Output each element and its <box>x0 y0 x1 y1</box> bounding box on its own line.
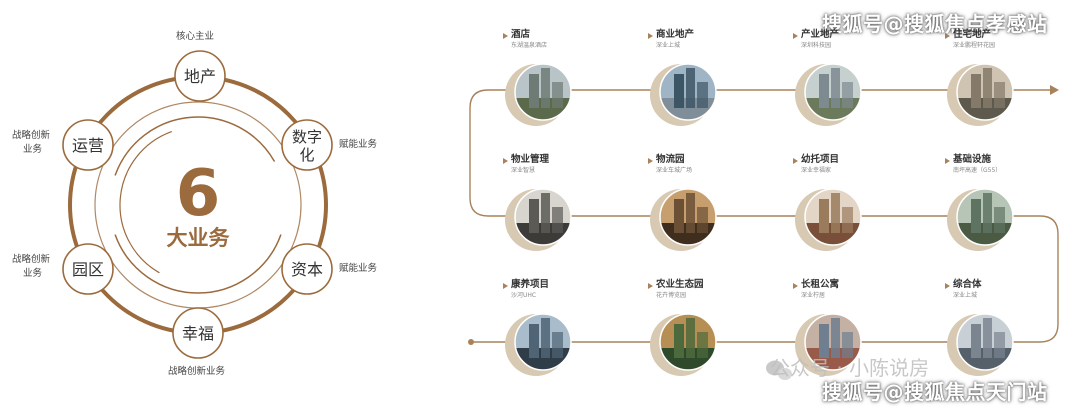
sector-bubble-5 <box>62 119 114 171</box>
sector-bubble-1 <box>281 119 333 171</box>
node-marker-10 <box>793 283 798 289</box>
skyscraper-photo-icon-content <box>660 64 716 120</box>
node-subtitle-2: 深圳科技园 <box>801 42 832 49</box>
node-subtitle-10: 深业柠居 <box>801 292 826 299</box>
node-subtitle-6: 深业幸福家 <box>801 167 832 174</box>
wheel-inner-arc-left <box>119 131 172 274</box>
property-building-photo-icon-content <box>515 189 571 245</box>
node-title-5: 物流园 <box>656 154 685 165</box>
node-marker-11 <box>945 283 950 289</box>
wheel-center-caption: 大业务 <box>167 226 231 250</box>
sector-tag-4-line2: 业务 <box>23 268 43 279</box>
wechat-icon-bubble <box>778 368 792 380</box>
node-marker-0 <box>503 33 508 39</box>
sector-tag-5: 战略创新 <box>12 130 51 141</box>
sector-bubble-2 <box>281 243 333 295</box>
highway-photo-icon-content <box>957 189 1013 245</box>
node-subtitle-8: 沙河UHC <box>511 292 537 299</box>
wheel-inner-arc-top <box>114 116 275 176</box>
node-marker-7 <box>945 158 950 164</box>
complex-photo-icon-content <box>957 314 1013 370</box>
sector-name-1: 数字 <box>292 128 322 146</box>
hotel-photo-icon <box>514 63 572 121</box>
node-subtitle-11: 深业上城 <box>953 292 978 299</box>
apartment-photo-icon <box>804 313 862 371</box>
skyscraper-photo-icon <box>659 63 717 121</box>
node-subtitle-3: 深业鹏程轩花园 <box>953 42 996 49</box>
sector-tag-5-line2: 业务 <box>23 144 43 155</box>
industrial-park-photo-icon-content <box>805 64 861 120</box>
node-title-7: 基础设施 <box>953 154 992 165</box>
sector-name-5: 运营 <box>72 136 104 155</box>
sector-tag-0: 核心主业 <box>176 31 215 42</box>
node-title-6: 幼托项目 <box>801 154 840 165</box>
sector-bubble-3 <box>172 307 224 359</box>
logistics-interior-photo-icon-content <box>660 189 716 245</box>
healthcare-building-photo-icon-content <box>515 314 571 370</box>
node-title-11: 综合体 <box>953 279 982 290</box>
hotel-photo-icon-content <box>515 64 571 120</box>
node-subtitle-4: 深业智慧 <box>511 167 536 174</box>
industrial-park-photo-icon <box>804 63 862 121</box>
sector-bubble-4 <box>62 243 114 295</box>
node-marker-4 <box>503 158 508 164</box>
timeline-path <box>469 89 1059 343</box>
residential-tower-photo-icon-content <box>957 64 1013 120</box>
node-title-1: 商业地产 <box>656 29 695 40</box>
residential-tower-photo-icon <box>956 63 1014 121</box>
node-title-0: 酒店 <box>511 29 531 40</box>
watermark-middle: 公众号 · 小陈说房 <box>770 356 930 380</box>
node-subtitle-0: 东湖温泉酒店 <box>511 42 548 49</box>
node-subtitle-5: 深业车城广场 <box>656 167 693 174</box>
node-marker-8 <box>503 283 508 289</box>
watermark-top: 搜狐号@搜狐焦点孝感站 <box>822 12 1048 36</box>
node-marker-6 <box>793 158 798 164</box>
sector-name-3: 幸福 <box>182 324 214 343</box>
sector-name-2: 资本 <box>291 260 323 279</box>
property-building-photo-icon <box>514 188 572 246</box>
apartment-photo-icon-content <box>805 314 861 370</box>
sector-tag-1: 赋能业务 <box>339 139 378 150</box>
sector-name-1-line2: 化 <box>299 146 314 164</box>
node-title-10: 长租公寓 <box>801 279 840 290</box>
node-subtitle-7: 南坪高速（G55） <box>953 167 1002 174</box>
kindergarten-photo-icon <box>804 188 862 246</box>
wheel-inner-arc-bottom <box>114 234 282 294</box>
timeline-start-dot <box>468 339 474 345</box>
node-title-4: 物业管理 <box>511 154 550 165</box>
node-subtitle-9: 花卉博览园 <box>656 292 687 299</box>
eco-garden-photo-icon-content <box>660 314 716 370</box>
sector-name-0: 地产 <box>184 67 216 86</box>
watermark-bottom: 搜狐号@搜狐焦点天门站 <box>822 380 1048 404</box>
wheel-center-number: 6 <box>176 157 221 231</box>
node-title-8: 康养项目 <box>511 279 550 290</box>
node-title-3: 住宅地产 <box>953 29 992 40</box>
node-marker-1 <box>648 33 653 39</box>
highway-photo-icon <box>956 188 1014 246</box>
node-title-9: 农业生态园 <box>656 279 704 290</box>
logistics-interior-photo-icon <box>659 188 717 246</box>
sector-tag-4: 战略创新 <box>12 254 51 265</box>
node-title-2: 产业地产 <box>801 29 840 40</box>
eco-garden-photo-icon <box>659 313 717 371</box>
complex-photo-icon <box>956 313 1014 371</box>
kindergarten-photo-icon-content <box>805 189 861 245</box>
sector-tag-2: 赋能业务 <box>339 263 378 274</box>
node-marker-5 <box>648 158 653 164</box>
node-marker-2 <box>793 33 798 39</box>
node-marker-9 <box>648 283 653 289</box>
timeline-arrow-head <box>1050 85 1059 95</box>
node-marker-3 <box>945 33 950 39</box>
sector-bubble-0 <box>174 50 226 102</box>
healthcare-building-photo-icon <box>514 313 572 371</box>
node-subtitle-1: 深业上城 <box>656 42 681 49</box>
sector-name-4: 园区 <box>72 260 104 279</box>
sector-tag-3: 战略创新业务 <box>168 366 226 377</box>
